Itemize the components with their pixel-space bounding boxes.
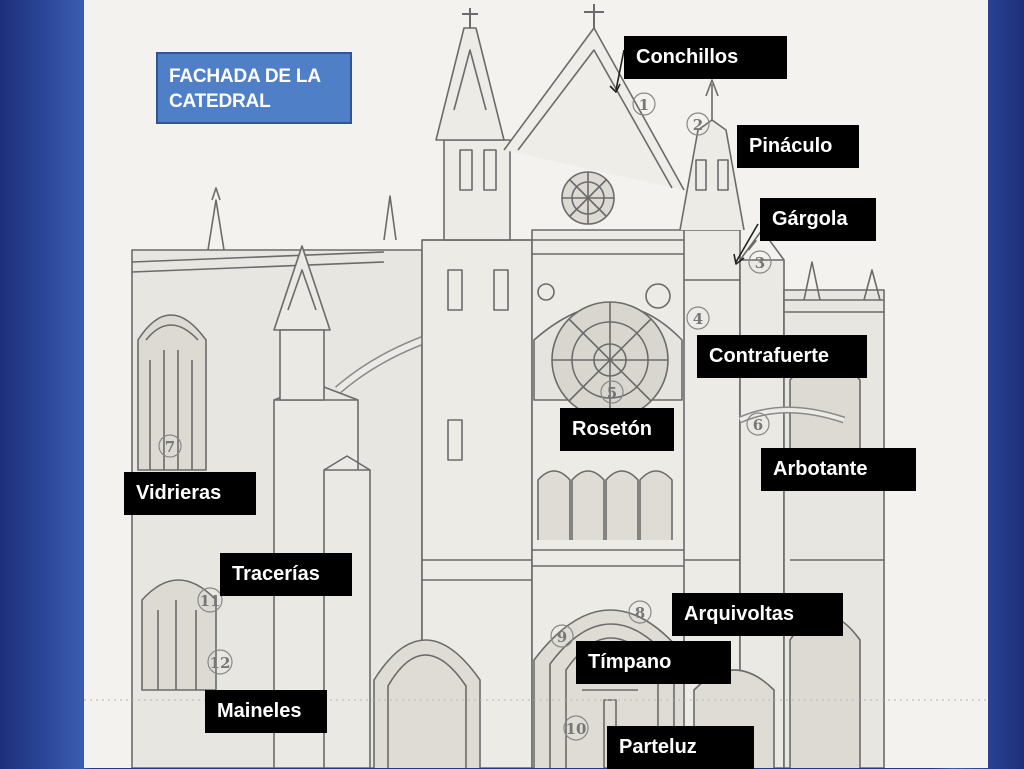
- marker-2: 2: [693, 116, 703, 134]
- label-roseton: Rosetón: [560, 408, 674, 451]
- label-maineles: Maineles: [205, 690, 327, 733]
- slide-title: FACHADA DE LA CATEDRAL: [156, 52, 352, 124]
- marker-7: 7: [165, 438, 175, 456]
- marker-8: 8: [635, 604, 645, 622]
- label-contrafuerte: Contrafuerte: [697, 335, 867, 378]
- marker-11: 11: [200, 592, 221, 610]
- label-arbotante: Arbotante: [761, 448, 916, 491]
- marker-10: 10: [566, 720, 587, 738]
- marker-3: 3: [755, 254, 765, 272]
- label-conchillos: Conchillos: [624, 36, 787, 79]
- label-timpano: Tímpano: [576, 641, 731, 684]
- label-tracerias: Tracerías: [220, 553, 352, 596]
- label-gargola: Gárgola: [760, 198, 876, 241]
- marker-12: 12: [210, 654, 231, 672]
- marker-6: 6: [753, 416, 763, 434]
- label-pinaculo: Pináculo: [737, 125, 859, 168]
- label-arquivoltas: Arquivoltas: [672, 593, 843, 636]
- marker-9: 9: [557, 628, 567, 646]
- label-parteluz: Parteluz: [607, 726, 754, 769]
- marker-5: 5: [607, 384, 617, 402]
- marker-4: 4: [693, 310, 703, 328]
- marker-1: 1: [639, 96, 649, 114]
- label-vidrieras: Vidrieras: [124, 472, 256, 515]
